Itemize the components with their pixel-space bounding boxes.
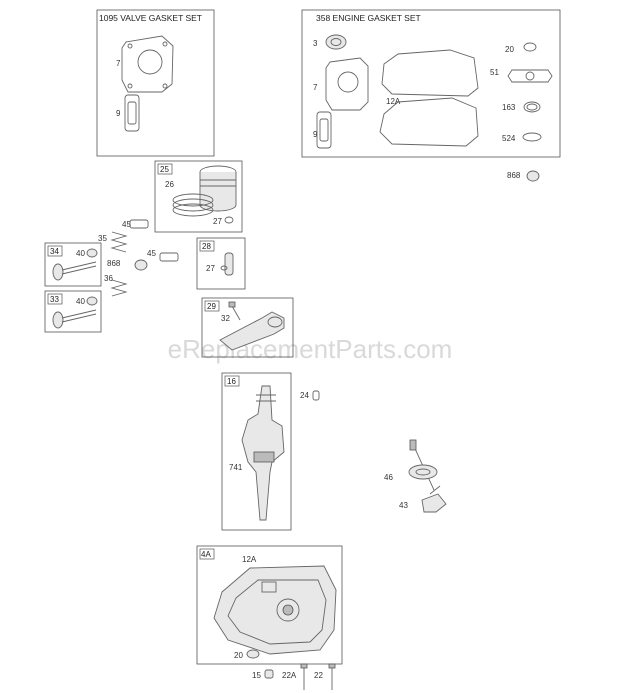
retainer-27: [224, 216, 234, 224]
box-25-tag: 25: [160, 165, 169, 174]
valve-40-lower: [86, 296, 98, 306]
engine-gasket-set-title: 358 ENGINE GASKET SET: [316, 13, 421, 23]
label-22a: 22A: [282, 671, 297, 680]
label-27-top: 27: [213, 217, 222, 226]
label-741: 741: [229, 463, 243, 472]
cylinder-head-gasket: [121, 35, 174, 93]
label-7-valve: 7: [116, 59, 121, 68]
gasket-524: [522, 132, 542, 142]
valve-gasket-set-title: 1095 VALVE GASKET SET: [99, 13, 202, 23]
label-9-valve: 9: [116, 109, 121, 118]
exhaust-valve-box: 34 40: [44, 242, 102, 287]
label-9-engine: 9: [313, 130, 318, 139]
piston-pin: [224, 252, 234, 276]
label-22: 22: [314, 671, 323, 680]
engine-gasket-set-kit: 358 ENGINE GASKET SET 3 7 9 12A: [301, 9, 561, 158]
crankshaft: [241, 385, 285, 521]
governor-43: [421, 485, 447, 513]
valve-gasket-set-kit: 1095 VALVE GASKET SET 7 9: [96, 9, 215, 157]
label-45-lower: 45: [147, 249, 156, 258]
label-3: 3: [313, 39, 318, 48]
label-46: 46: [384, 473, 393, 482]
valve-spring-36: [110, 279, 128, 297]
connecting-rod-box: 29 32: [201, 297, 294, 358]
label-868-left: 868: [107, 259, 121, 268]
valve-40-top: [86, 248, 98, 258]
sump-box: 4A 12A 20: [196, 545, 343, 665]
label-26: 26: [165, 180, 174, 189]
part-15: [264, 669, 274, 679]
part-868-left: [134, 259, 148, 271]
crankcase-gasket-upper: [381, 49, 479, 97]
box-28-tag: 28: [202, 242, 211, 251]
crankcase-gasket-lower: [379, 97, 479, 147]
piston-rings: [172, 193, 214, 217]
label-7-engine: 7: [313, 83, 318, 92]
label-45-top: 45: [122, 220, 131, 229]
intake-valve: [52, 309, 97, 329]
label-40-top: 40: [76, 249, 85, 258]
camshaft-46: [408, 439, 438, 491]
intake-gasket-engine: [316, 111, 332, 149]
intake-valve-box: 33 40: [44, 290, 102, 333]
key-24: [312, 390, 320, 401]
label-20-sump: 20: [234, 651, 243, 660]
label-32: 32: [221, 314, 230, 323]
box-16-tag: 16: [227, 377, 236, 386]
label-27-lower: 27: [206, 264, 215, 273]
oil-seal: [325, 34, 347, 50]
bolt-22: [328, 663, 336, 690]
crankcase-sump: [213, 565, 337, 655]
seal-20-sump: [246, 649, 260, 659]
box-34-tag: 34: [50, 247, 59, 256]
valve-keeper-45-lower: [159, 252, 179, 262]
label-35: 35: [98, 234, 107, 243]
piston: [199, 165, 237, 212]
rod-bolt-32: [228, 301, 241, 321]
intake-gasket: [124, 94, 140, 132]
gasket-20: [523, 42, 537, 52]
retainer-27-box28: [220, 265, 228, 271]
label-36: 36: [104, 274, 113, 283]
head-gasket-engine: [325, 57, 369, 111]
connecting-rod: [219, 311, 285, 351]
label-51: 51: [490, 68, 499, 77]
label-12a-sump: 12A: [242, 555, 257, 564]
label-20-top: 20: [505, 45, 514, 54]
piston-assembly-box: 25 26 27: [154, 160, 243, 233]
label-868-right: 868: [507, 171, 521, 180]
label-43: 43: [399, 501, 408, 510]
label-12a-gasket: 12A: [386, 97, 401, 106]
watermark: eReplacementParts.com: [168, 334, 453, 364]
label-40-lower: 40: [76, 297, 85, 306]
label-15: 15: [252, 671, 261, 680]
box-33-tag: 33: [50, 295, 59, 304]
box-29-tag: 29: [207, 302, 216, 311]
exhaust-gasket: [507, 69, 553, 83]
valve-keeper-45-top: [129, 219, 149, 229]
bolt-22a: [300, 663, 308, 690]
crankshaft-box: 16 741: [221, 372, 292, 531]
part-868-right: [526, 170, 540, 182]
box-4a-tag: 4A: [201, 550, 211, 559]
gasket-163: [523, 101, 541, 113]
label-24: 24: [300, 391, 309, 400]
exhaust-valve: [52, 261, 97, 281]
label-163: 163: [502, 103, 516, 112]
label-524: 524: [502, 134, 516, 143]
valve-spring-35: [110, 231, 128, 253]
piston-pin-box: 28 27: [196, 237, 246, 290]
